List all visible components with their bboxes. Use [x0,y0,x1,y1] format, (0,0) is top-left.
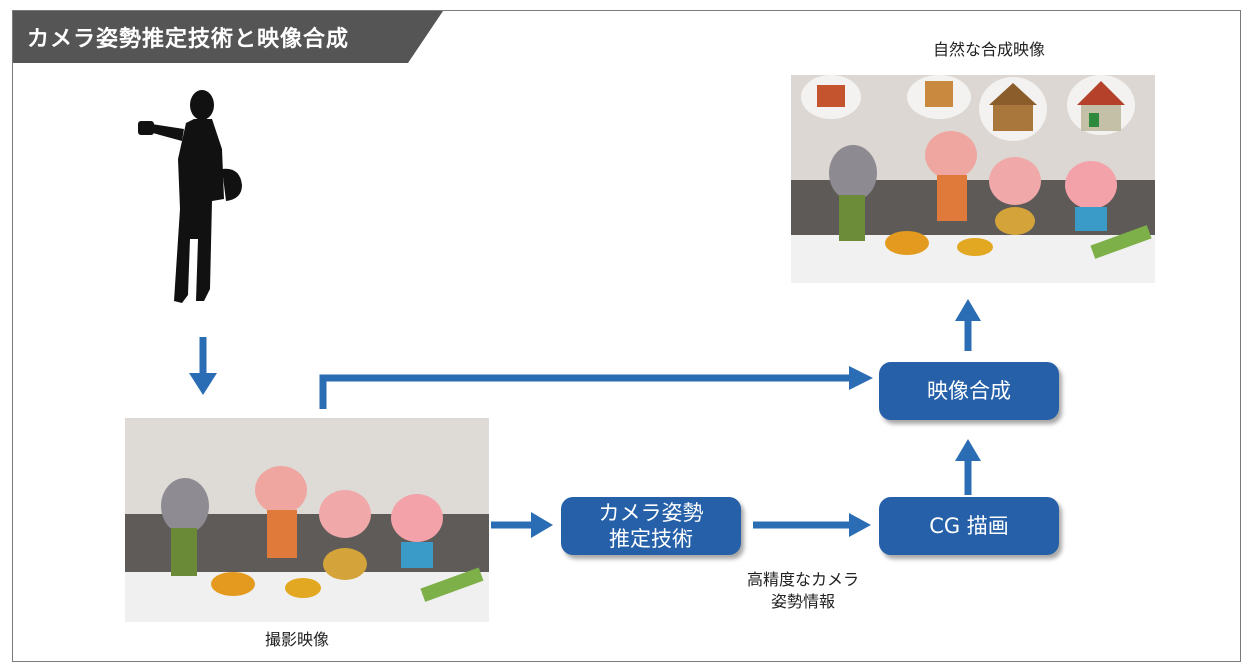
arrow-head-up-composite [955,299,981,321]
flow-arrows [189,299,981,538]
title-tab: カメラ姿勢推定技術と映像合成 [13,11,443,63]
composite-caption: 自然な合成映像 [933,40,1046,59]
pose-estimation-label: カメラ姿勢 推定技術 [598,501,704,551]
photographer-silhouette-icon [138,90,242,303]
title-tab-shape [13,11,443,63]
cg-render-box: CG 描画 [879,497,1059,555]
diagram-frame: カメラ姿勢推定技術と映像合成 [12,10,1241,662]
pose-info-caption: 高精度なカメラ 姿勢情報 [747,570,860,611]
compositing-box: 映像合成 [879,362,1059,420]
arrow-head-to-compositing [849,366,873,390]
captured-caption: 撮影映像 [265,630,330,649]
arrow-head-up-cg [955,439,981,461]
arrow-head-to-pose [531,512,553,538]
arrow-head-down [189,373,217,395]
compositing-label: 映像合成 [927,379,1011,403]
pose-estimation-box: カメラ姿勢 推定技術 [561,497,741,555]
composite-photo [791,75,1155,283]
cg-render-label: CG 描画 [929,514,1009,538]
diagram-title: カメラ姿勢推定技術と映像合成 [27,27,350,52]
captured-photo [125,418,489,622]
arrow-head-to-cg [849,513,871,537]
